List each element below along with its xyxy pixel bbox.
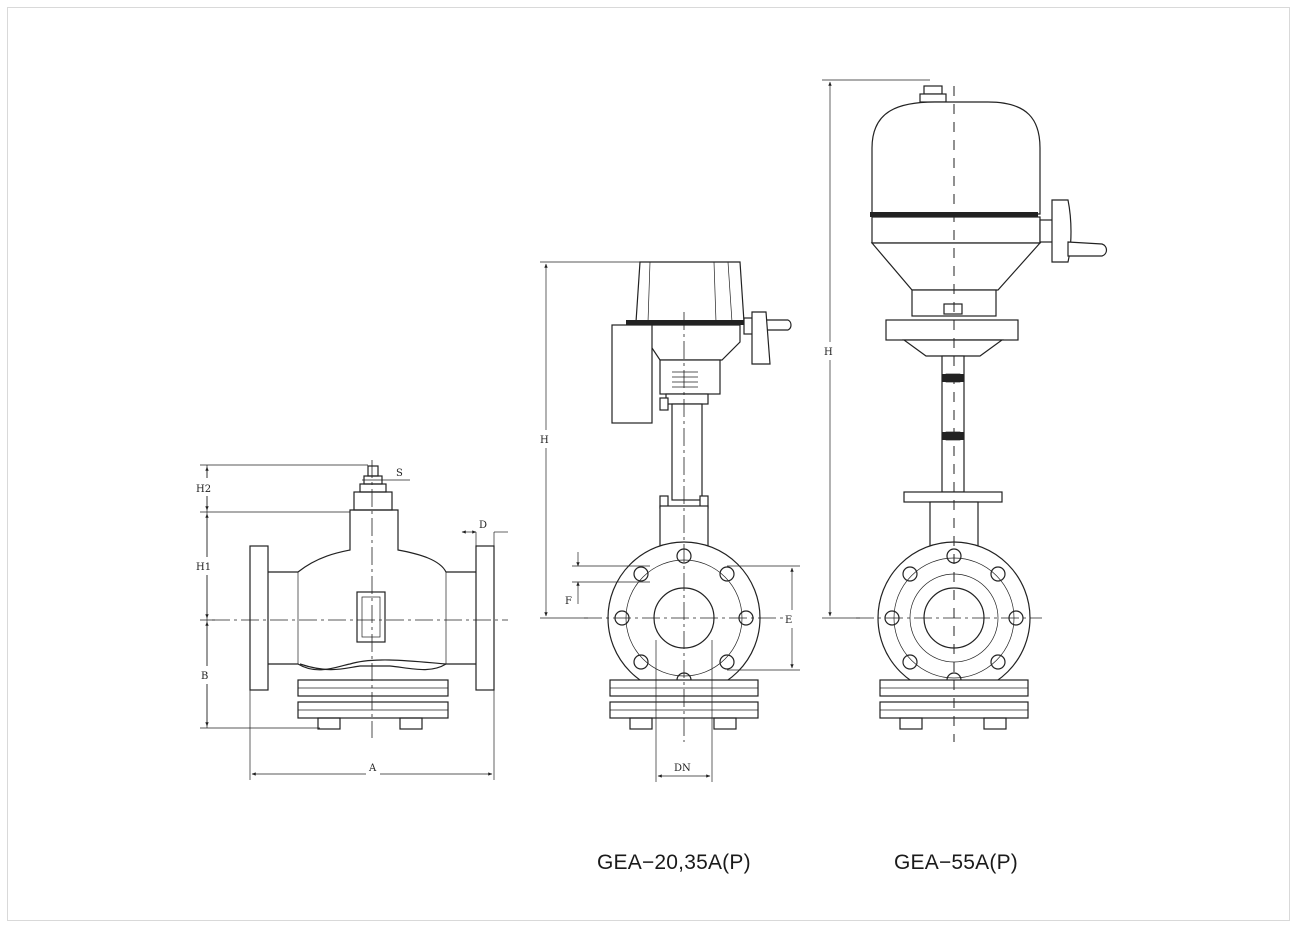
left-dimensions: [200, 464, 508, 780]
valve-body-side-view: [212, 460, 508, 738]
label-e: E: [785, 615, 792, 626]
drawing-frame: [7, 7, 1290, 921]
label-a: A: [368, 763, 377, 774]
label-h1: H1: [196, 562, 211, 573]
label-dn: DN: [674, 763, 691, 774]
label-h2: H2: [196, 484, 211, 495]
label-b: B: [201, 671, 208, 682]
label-h-right: H: [824, 347, 833, 358]
label-d: D: [479, 520, 487, 531]
right-flange: [475, 545, 495, 691]
caption-gea-55: GEA−55A(P): [894, 851, 1018, 874]
gea-55-assembly: [856, 85, 1108, 742]
label-s: S: [396, 468, 403, 479]
label-h-middle: H: [540, 435, 549, 446]
left-flange: [249, 545, 269, 691]
gea-20-35-assembly: [584, 261, 792, 742]
label-f: F: [565, 596, 572, 607]
caption-gea-20-35: GEA−20,35A(P): [597, 851, 751, 874]
